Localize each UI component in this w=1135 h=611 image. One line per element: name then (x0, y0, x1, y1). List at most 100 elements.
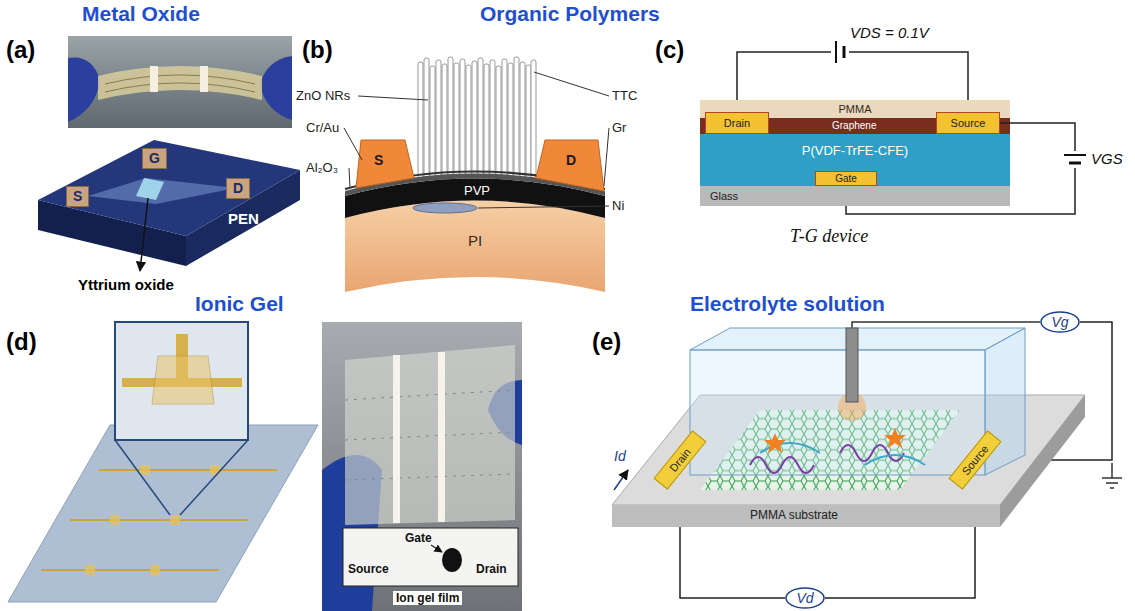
terminal-label: S (374, 152, 383, 168)
voltage-source-shape (1041, 312, 1079, 332)
substrate-slab-shape (690, 350, 985, 475)
ion-gel-photo (322, 322, 522, 611)
battery-symbol (835, 41, 837, 63)
ion-gel-array-sheet (115, 440, 170, 515)
part-label: Ni (612, 198, 624, 213)
part-label: Al₂O₃ (306, 160, 338, 175)
node-text: PMMA substrate (750, 508, 838, 522)
ion-gel-array-sheet (41, 569, 219, 571)
ion-gel-array-sheet (8, 322, 318, 602)
flexible-device-photo (68, 57, 100, 122)
ion-gel-array-sheet (8, 425, 318, 602)
nanorod-array (472, 61, 477, 180)
ion-gel-photo (431, 545, 442, 552)
nanorod-array (418, 62, 423, 180)
substrate-slab-shape (612, 505, 1000, 527)
ion-gel-photo (345, 390, 515, 400)
leader-line (349, 168, 350, 188)
substrate-slab-shape (88, 178, 236, 204)
part-label: Cr/Au (306, 120, 339, 135)
leader-line (358, 96, 428, 100)
substrate-slab-shape (846, 328, 858, 402)
battery-symbol (1069, 162, 1081, 165)
device-caption: T-G device (790, 226, 868, 247)
node-text: Source (951, 117, 986, 129)
ion-gel-photo (343, 528, 518, 586)
nanorod-array (514, 57, 519, 180)
nanorod-array (478, 58, 483, 180)
flexible-device-photo (68, 36, 292, 128)
ion-gel-photo (442, 548, 462, 572)
ion-gel-array-sheet (99, 469, 277, 471)
source-pad: S (66, 186, 89, 207)
flexible-device-photo (68, 36, 292, 128)
nanorod-array (520, 62, 525, 180)
nanorod-array (418, 57, 536, 180)
ion-gel-photo (345, 432, 515, 440)
ion-gel-array-sheet (85, 565, 95, 575)
drain-electrode: Drain (705, 112, 769, 134)
gate-electrode-wire (1111, 463, 1113, 478)
terminal-label: Gate (405, 531, 432, 545)
nanorod-array (526, 65, 531, 180)
node-text: PEN (228, 210, 259, 227)
panel-heading: Organic Polymers (480, 2, 660, 26)
substrate-slab-shape (750, 457, 814, 473)
panel-letter: (c) (655, 36, 684, 64)
ion-gel-array-sheet (110, 515, 120, 525)
nanorod-array (448, 57, 453, 180)
substrate-slab-shape (140, 198, 148, 271)
node-text: Vd (796, 590, 813, 606)
nanorod-array (454, 63, 459, 180)
substrate-slab-shape (600, 325, 1090, 550)
node-text: P(VDF-TrFE-CFE) (802, 143, 908, 158)
substrate-slab-shape (764, 433, 786, 453)
nanorod-array (430, 66, 435, 180)
node-text: S (73, 188, 82, 205)
flexible-device-photo (260, 56, 292, 120)
node-text: D (233, 180, 243, 197)
nanorod-array (490, 60, 495, 180)
substrate-slab-shape (865, 455, 925, 465)
node-text: Glass (710, 190, 738, 202)
node-text: Vg (1051, 314, 1068, 330)
terminal-label: Source (348, 562, 389, 576)
ion-gel-array-sheet (152, 356, 214, 404)
drain-pad: D (226, 178, 250, 199)
flexible-device-photo (200, 66, 208, 92)
ion-gel-array-sheet (150, 565, 160, 575)
nanorod-array (496, 66, 501, 180)
panel-heading: Ionic Gel (195, 292, 284, 316)
gate-electrode-wire (1110, 487, 1114, 489)
nanorod-array (442, 64, 447, 180)
nanorod-array (424, 58, 429, 180)
substrate-slab-shape (136, 178, 164, 200)
node-text: PI (468, 232, 482, 249)
ion-gel-photo (393, 355, 400, 523)
source-electrode: Source (936, 112, 1000, 134)
leader-line (344, 128, 362, 160)
gate-pad: G (142, 148, 167, 169)
part-label: Gr (612, 120, 626, 135)
leader-line (534, 72, 609, 96)
nanorod-array (508, 63, 513, 180)
nanorod-array (460, 59, 465, 180)
ion-gel-photo (345, 474, 515, 480)
nanorod-array (484, 64, 489, 180)
substrate-slab-shape (884, 428, 906, 448)
ion-gel-photo (322, 322, 522, 611)
signal-label: VDS = 0.1V (850, 24, 929, 41)
dielectric-layer: PVP (462, 181, 492, 199)
ion-gel-array-sheet (180, 440, 248, 515)
battery-symbol (1064, 154, 1086, 156)
gate-electrode-wire (1106, 482, 1118, 484)
flexible-device-photo (98, 66, 262, 100)
part-label: ZnO NRs (296, 88, 350, 103)
leader-line (344, 72, 609, 208)
panel-heading: Electrolyte solution (690, 292, 885, 316)
gate-electrode: Gate (815, 171, 877, 186)
signal-label: VGS (1091, 150, 1123, 167)
panel-letter: (b) (302, 36, 333, 64)
ion-gel-photo (438, 352, 445, 522)
